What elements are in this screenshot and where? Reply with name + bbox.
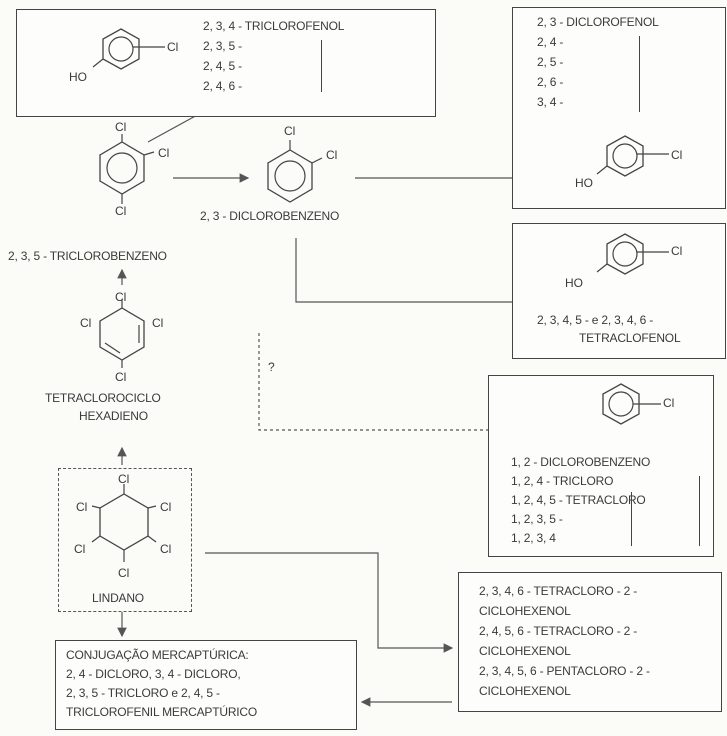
arrow-to-tetrachlorophenol — [295, 238, 532, 307]
tetrachlorocyclohexadiene-name-2: HEXADIENO — [79, 409, 148, 423]
cyclohexenol-line-5: 2, 3, 4, 5, 6 - PENTACLORO - 2 - — [479, 664, 650, 678]
chlorobenzene-line-4: 1, 2, 3, 5 - — [511, 512, 563, 526]
cl-label: Cl — [284, 124, 296, 138]
cl-label: Cl — [326, 148, 338, 162]
arrow-uncertain-route — [258, 333, 507, 435]
mercapturic-box: CONJUGAÇÃO MERCAPTÚRICA: 2, 4 - DICLORO,… — [55, 640, 357, 730]
mercapturic-line-4: TRICLOROFENIL MERCAPTÚRICO — [66, 705, 258, 719]
cyclohexenol-line-1: 2, 3, 4, 6 - TETRACLORO - 2 - — [479, 584, 638, 598]
lindane-structure — [91, 484, 157, 562]
dichlorophenol-line-1: 2, 3 - DICLOROFENOL — [537, 15, 659, 29]
cl-label: Cl — [152, 316, 164, 330]
dichlorophenols-box: 2, 3 - DICLOROFENOL 2, 4 - 2, 5 - 2, 6 -… — [512, 7, 726, 209]
ho-label: HO — [69, 70, 87, 84]
ho-label: HO — [575, 176, 593, 190]
mercapturic-line-2: 2, 4 - DICLORO, 3, 4 - DICLORO, — [66, 667, 241, 681]
cl-label: Cl — [671, 148, 683, 162]
dichlorobenzene-structure — [267, 140, 323, 203]
cyclohexenol-line-6: CICLOHEXENOL — [479, 684, 571, 698]
cl-label: Cl — [115, 120, 127, 134]
cl-label: Cl — [671, 244, 683, 258]
cl-label: Cl — [160, 500, 172, 514]
trichlorophenol-line-3: 2, 4, 5 - — [203, 59, 242, 73]
cyclohexenol-line-4: CICLOHEXENOL — [479, 644, 571, 658]
lindane-box — [58, 468, 192, 612]
tetrachlorophenol-line-2: TETRACLOFENOL — [579, 331, 681, 345]
cl-label: Cl — [115, 370, 127, 384]
chlorobenzene-line-1: 1, 2 - DICLOROBENZENO — [511, 455, 651, 469]
trichlorophenols-box: Cl HO 2, 3, 4 - TRICLOROFENOL 2, 3, 5 - … — [16, 9, 436, 117]
chlorophenol-structure — [596, 233, 669, 275]
mercapturic-line-3: 2, 3, 5 - TRICLORO e 2, 4, 5 - — [66, 686, 220, 700]
chlorophenol-structure — [92, 28, 165, 70]
lindane-name: LINDANO — [92, 591, 144, 605]
ditto-bar — [631, 492, 632, 546]
ditto-bar — [639, 36, 640, 112]
dichlorophenol-line-3: 2, 5 - — [537, 55, 564, 69]
chlorobenzene-line-5: 1, 2, 3, 4 — [511, 531, 556, 545]
chlorobenzene-line-3: 1, 2, 4, 5 - TETRACLORO — [511, 493, 646, 507]
chlorobenzene-line-2: 1, 2, 4 - TRICLORO — [511, 474, 614, 488]
ho-label: HO — [565, 276, 583, 290]
tetrachlorophenol-box: Cl HO 2, 3, 4, 5 - e 2, 3, 4, 6 - TETRAC… — [512, 223, 726, 359]
cyclohexenols-box: 2, 3, 4, 6 - TETRACLORO - 2 - CICLOHEXEN… — [458, 572, 722, 712]
cl-label: Cl — [160, 542, 172, 556]
cl-label: Cl — [167, 40, 179, 54]
dichlorobenzene-name: 2, 3 - DICLOROBENZENO — [200, 209, 340, 223]
cl-label: Cl — [158, 146, 170, 160]
cl-label: Cl — [115, 204, 127, 218]
uncertain-route-question-mark: ? — [268, 360, 275, 374]
dichlorophenol-line-5: 3, 4 - — [537, 95, 564, 109]
trichlorophenol-line-4: 2, 4, 6 - — [203, 79, 242, 93]
cl-label: Cl — [663, 396, 675, 410]
cl-label: Cl — [118, 566, 130, 580]
ditto-bar — [321, 40, 322, 92]
chlorobenzene-structure — [602, 383, 661, 425]
tetrachlorocyclohexadiene-name-1: TETRACLOROCICLO — [45, 391, 161, 405]
chlorobenzenes-box: Cl 1, 2 - DICLOROBENZENO 1, 2, 4 - TRICL… — [488, 375, 714, 557]
cl-label: Cl — [115, 290, 127, 304]
ditto-bar — [699, 476, 700, 546]
trichlorophenol-line-1: 2, 3, 4 - TRICLOROFENOL — [203, 19, 345, 33]
cyclohexenol-line-3: 2, 4, 5, 6 - TETRACLORO - 2 - — [479, 624, 638, 638]
mercapturic-line-1: CONJUGAÇÃO MERCAPTÚRICA: — [66, 648, 249, 662]
cl-label: Cl — [74, 542, 86, 556]
trichlorophenol-line-2: 2, 3, 5 - — [203, 39, 242, 53]
cl-label: Cl — [76, 500, 88, 514]
trichlorobenzene-name: 2, 3, 5 - TRICLOROBENZENO — [8, 249, 167, 263]
trichlorobenzene-structure — [99, 134, 155, 204]
chlorophenol-structure — [596, 135, 669, 177]
dichlorophenol-line-2: 2, 4 - — [537, 35, 564, 49]
dichlorophenol-line-4: 2, 6 - — [537, 75, 564, 89]
cyclohexenol-line-2: CICLOHEXENOL — [479, 604, 571, 618]
tetrachlorophenol-line-1: 2, 3, 4, 5 - e 2, 3, 4, 6 - — [537, 313, 654, 327]
cl-label: Cl — [118, 472, 130, 486]
cl-label: Cl — [80, 316, 92, 330]
tetrachlorocyclohexadiene-structure — [99, 300, 145, 368]
arrow-to-cyclohexenols — [205, 552, 454, 653]
